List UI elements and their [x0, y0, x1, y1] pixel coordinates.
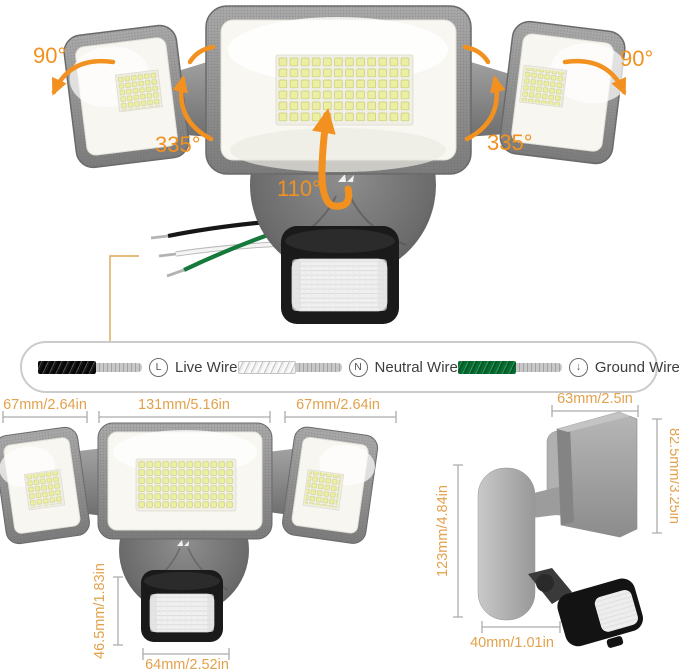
top-product-view: 90° 90° 335° 335° 110° — [33, 5, 653, 343]
dimension-line-overall-height — [453, 464, 463, 618]
legend-item-neutral-wire: N Neutral Wire — [237, 357, 458, 377]
dimension-line-sensor-width — [142, 648, 230, 660]
dim-label-center-head-width: 131mm/5.16in — [138, 397, 230, 413]
left-335-arc-tail — [187, 44, 216, 65]
dimension-line-head-height — [652, 418, 662, 534]
center-light-head — [205, 5, 472, 175]
dim-label-sensor-height: 46.5mm/1.83in — [92, 563, 108, 659]
dimension-line-left-head — [2, 411, 88, 423]
wire-legend: L Live Wire N Neutral Wire ↓ Ground Wire — [20, 341, 679, 393]
dimension-line-sensor-height — [113, 576, 123, 646]
front-view-dimensions: 67mm/2.64in 131mm/5.16in 67mm/2.64in 46.… — [2, 397, 397, 672]
ground-wire-tip — [515, 362, 562, 372]
right-light-head — [499, 20, 630, 165]
led-panel — [117, 72, 162, 111]
right-90-rotation-arrow — [562, 58, 627, 96]
left-90-rotation-arrow — [51, 58, 116, 96]
dimension-line-mount-depth — [481, 621, 561, 633]
neutral-wire-symbol-icon: N — [348, 357, 368, 377]
side-view: 63mm/2.5in 82.5mm/3.25in 123mm/4.84in 40… — [435, 391, 679, 651]
led-panel — [521, 67, 566, 107]
dim-label-head-depth: 63mm/2.5in — [557, 391, 633, 407]
center-light-head — [97, 422, 273, 540]
dimension-line-head-depth — [551, 405, 639, 417]
live-wire-label: Live Wire — [175, 358, 238, 376]
legend-item-ground-wire: ↓ Ground Wire — [457, 357, 679, 377]
light-head-side — [556, 411, 638, 538]
neutral-wire-label: Neutral Wire — [374, 358, 458, 376]
angle-label-right-335: 335° — [487, 130, 533, 155]
dim-label-right-head-width: 67mm/2.64in — [296, 397, 380, 413]
mount-plate — [477, 467, 536, 621]
front-view: 67mm/2.64in 131mm/5.16in 67mm/2.64in 46.… — [0, 397, 397, 672]
led-panel — [304, 470, 342, 508]
dim-label-sensor-width: 64mm/2.52in — [145, 657, 229, 672]
right-light-head — [282, 426, 379, 544]
center-110-tilt-arrow — [312, 108, 353, 210]
dim-label-mount-depth: 40mm/1.01in — [470, 635, 554, 651]
neutral-wire-tip — [295, 362, 342, 372]
angle-label-center-110: 110° — [277, 176, 321, 201]
live-wire-swatch — [38, 360, 142, 374]
dim-label-left-head-width: 67mm/2.64in — [3, 397, 87, 413]
legend-leader-line — [109, 255, 139, 343]
angle-label-left-90: 90° — [33, 43, 66, 68]
right-335-rotation-arrow — [464, 75, 506, 142]
motion-sensor — [141, 570, 223, 642]
dimension-line-right-head — [284, 411, 397, 423]
live-wire-braid — [38, 360, 96, 374]
ground-symbol-icon: ↓ — [568, 357, 588, 377]
upper-arm — [530, 486, 564, 518]
motion-sensor-side — [557, 578, 644, 648]
dimension-line-center-head — [98, 411, 271, 423]
left-light-head — [0, 426, 90, 545]
neutral-wire-braid — [237, 360, 296, 374]
ground-wire-swatch — [457, 360, 562, 374]
lower-arm — [528, 568, 572, 604]
ground-wire-label: Ground Wire — [594, 358, 679, 376]
led-panel — [138, 461, 234, 509]
angle-label-left-335: 335° — [155, 132, 201, 157]
ground-wire-braid — [457, 360, 516, 374]
right-335-arc-tail — [462, 44, 491, 65]
brand-logo-icon — [177, 540, 189, 546]
brand-logo-icon — [338, 174, 354, 182]
angle-label-right-90: 90° — [620, 46, 653, 71]
legend-item-live-wire: L Live Wire — [38, 357, 238, 377]
dim-label-head-height: 82.5mm/3.25in — [666, 428, 679, 524]
left-335-rotation-arrow — [172, 75, 214, 142]
dim-label-overall-height: 123mm/4.84in — [435, 485, 451, 577]
neutral-wire-swatch — [237, 360, 342, 374]
neutral-wire — [158, 241, 281, 258]
live-wire-tip — [96, 362, 142, 372]
live-wire-symbol-icon: L — [149, 357, 168, 377]
side-view-dimensions: 63mm/2.5in 82.5mm/3.25in 123mm/4.84in 40… — [435, 391, 679, 651]
led-panel — [278, 57, 411, 123]
motion-sensor — [281, 226, 399, 324]
led-panel — [25, 470, 63, 508]
